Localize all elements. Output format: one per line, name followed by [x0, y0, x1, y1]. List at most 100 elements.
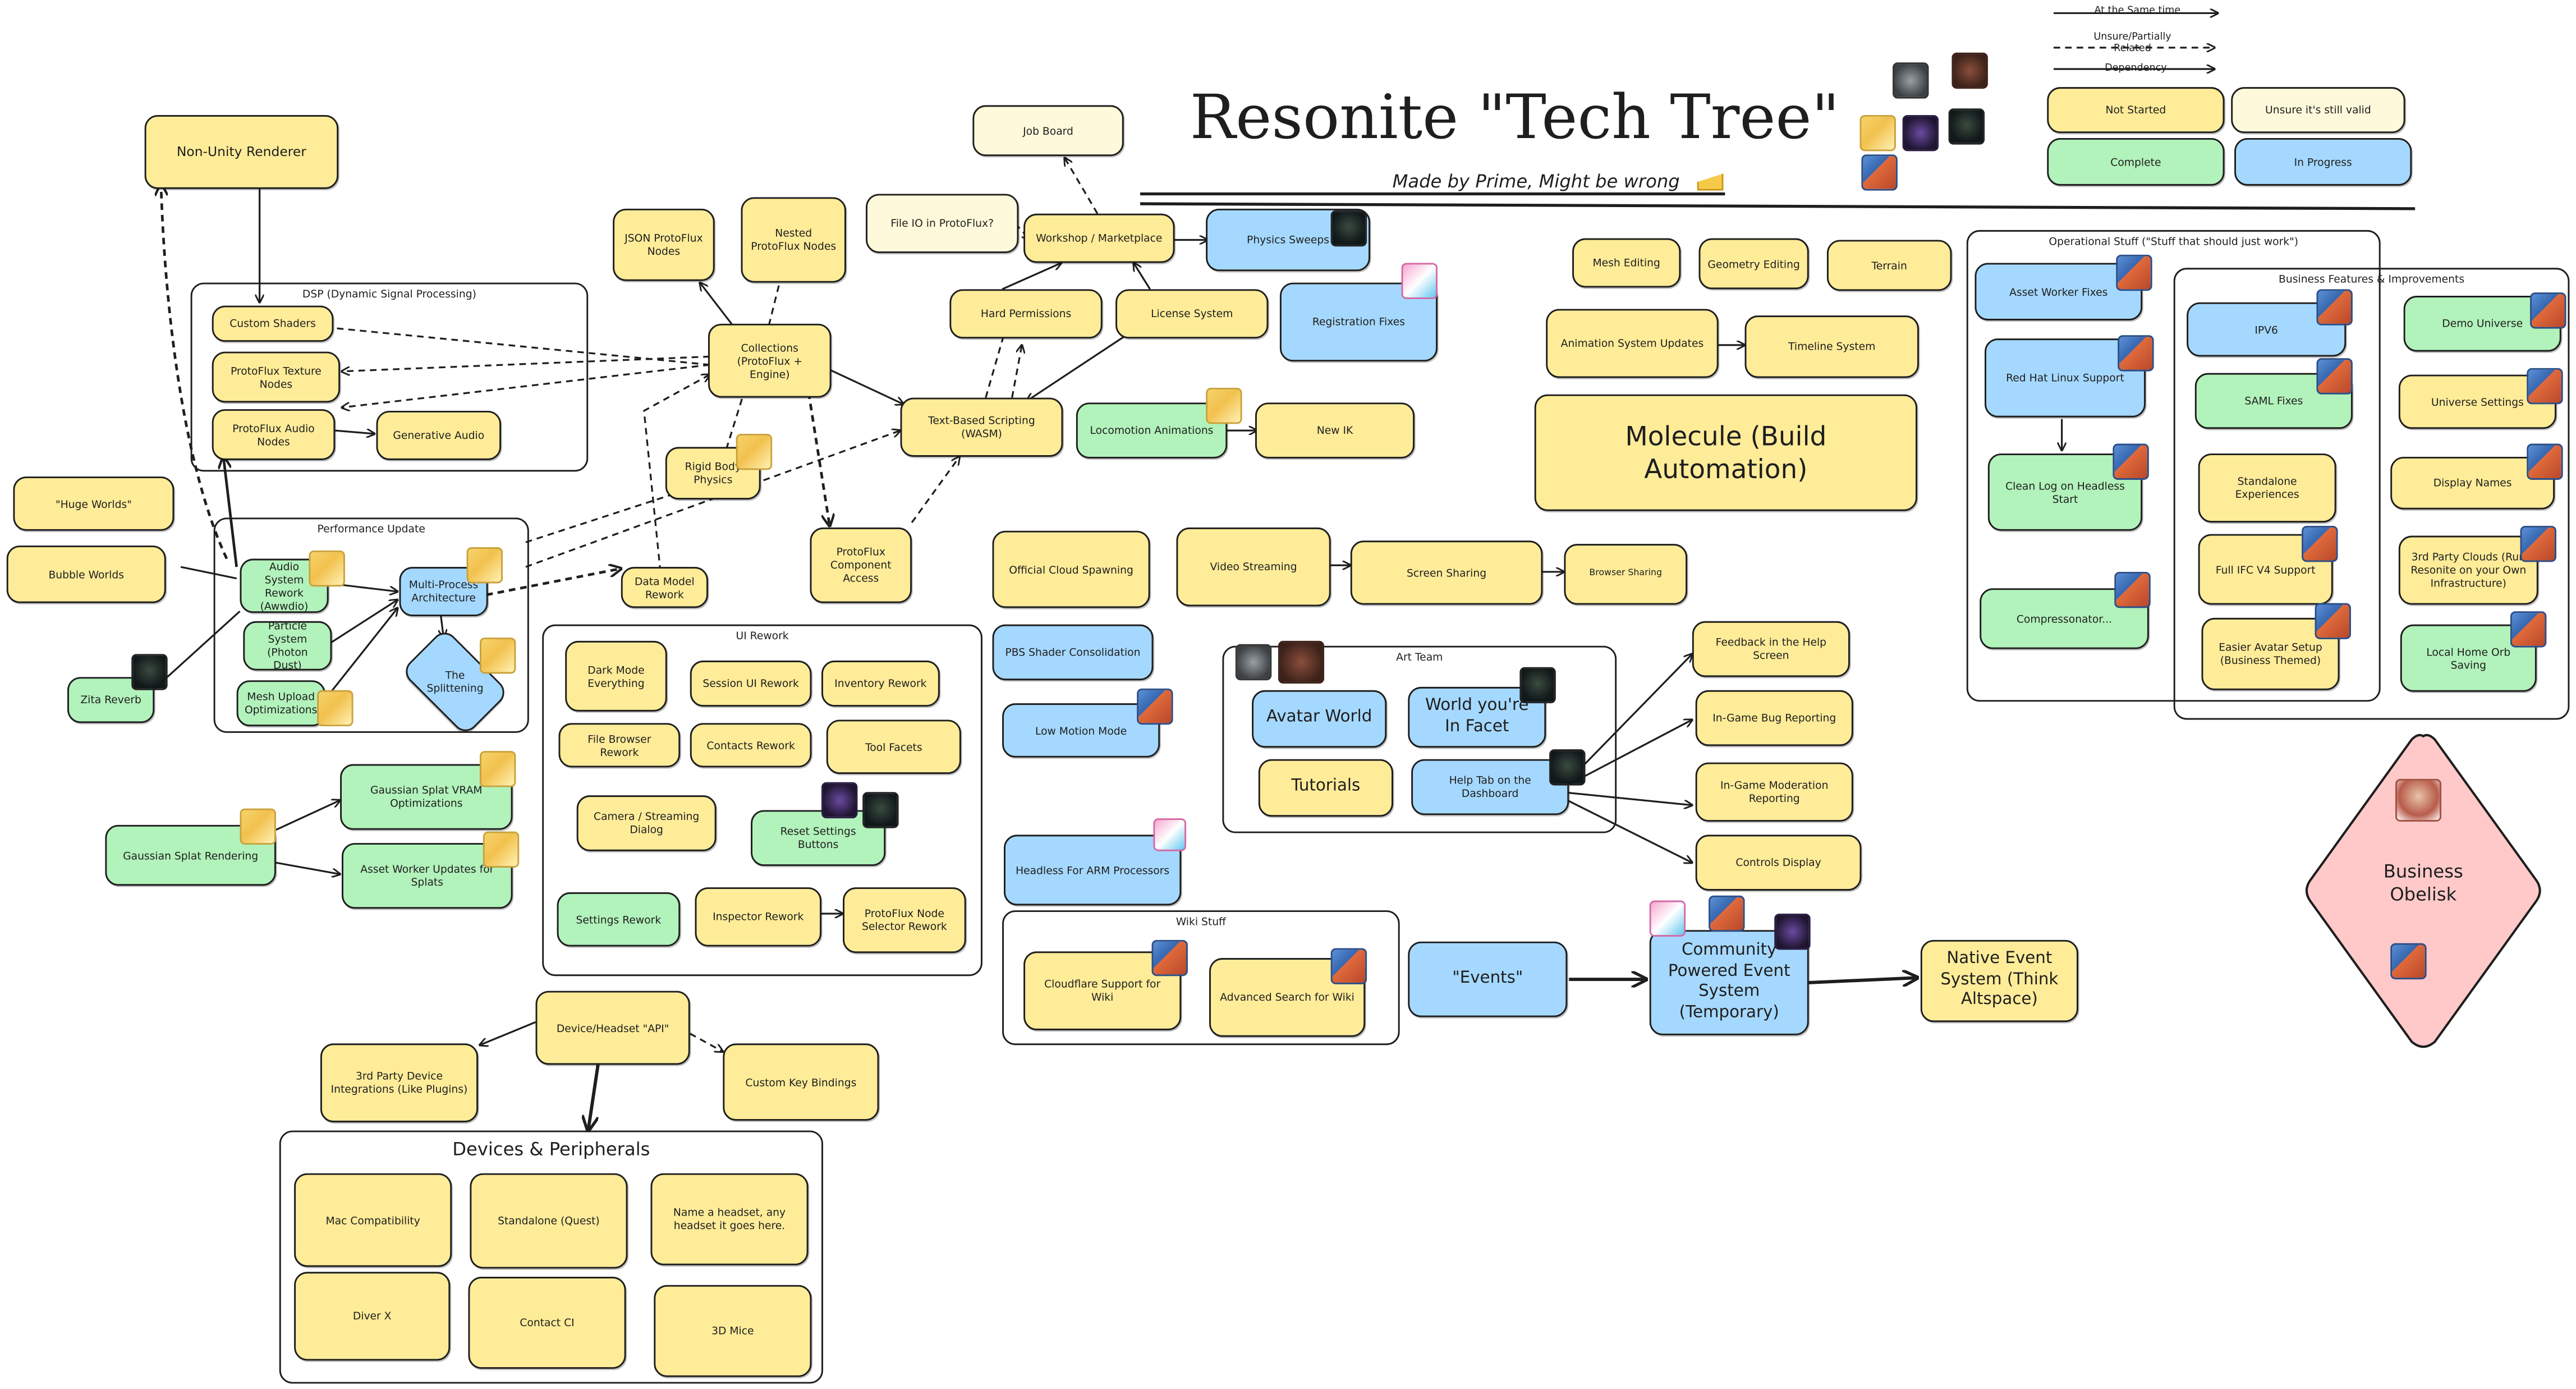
group-wiki-title: Wiki Stuff	[1175, 915, 1226, 929]
node-json-protoflux[interactable]: JSON ProtoFlux Nodes	[613, 208, 715, 281]
node-official-cloud-spawning[interactable]: Official Cloud Spawning	[992, 530, 1150, 608]
node-protoflux-component-access[interactable]: ProtoFlux Component Access	[810, 527, 912, 603]
group-performance-title: Performance Update	[317, 522, 425, 536]
cat-avatar-icon	[1948, 108, 1985, 145]
group-wiki: Wiki Stuff	[1002, 910, 1400, 1046]
node-contact-ci[interactable]: Contact CI	[468, 1277, 626, 1369]
node-standalone-experiences[interactable]: Standalone Experiences	[2198, 453, 2336, 523]
fox-avatar-icon	[1206, 388, 1242, 424]
node-custom-shaders[interactable]: Custom Shaders	[212, 305, 334, 342]
node-headless-arm[interactable]: Headless For ARM Processors	[1004, 835, 1182, 906]
node-job-board[interactable]: Job Board	[972, 105, 1124, 157]
node-nested-protoflux[interactable]: Nested ProtoFlux Nodes	[741, 197, 846, 283]
obelisk-diamond-shape	[2305, 734, 2541, 1048]
node-animation-system[interactable]: Animation System Updates	[1546, 309, 1719, 378]
node-controls-display[interactable]: Controls Display	[1695, 835, 1862, 891]
node-workshop[interactable]: Workshop / Marketplace	[1023, 213, 1175, 263]
node-screen-sharing[interactable]: Screen Sharing	[1350, 540, 1543, 605]
group-ui-rework: UI Rework	[542, 624, 982, 977]
node-feedback-help[interactable]: Feedback in the Help Screen	[1692, 621, 1850, 677]
node-protoflux-node-selector[interactable]: ProtoFlux Node Selector Rework	[843, 887, 966, 953]
node-avatar-world[interactable]: Avatar World	[1252, 690, 1387, 748]
node-geometry-editing[interactable]: Geometry Editing	[1698, 238, 1809, 290]
node-custom-key-bindings[interactable]: Custom Key Bindings	[723, 1043, 879, 1121]
node-protoflux-audio-nodes[interactable]: ProtoFlux Audio Nodes	[212, 409, 336, 460]
bunny-avatar-icon	[1401, 263, 1438, 299]
node-dark-mode[interactable]: Dark Mode Everything	[565, 640, 667, 712]
node-3d-mice[interactable]: 3D Mice	[654, 1285, 812, 1377]
node-browser-sharing[interactable]: Browser Sharing	[1564, 544, 1688, 605]
node-particle-system[interactable]: Particle System (Photon Dust)	[243, 620, 332, 672]
node-protoflux-texture-nodes[interactable]: ProtoFlux Texture Nodes	[212, 351, 341, 403]
node-gaussian-vram[interactable]: Gaussian Splat VRAM Optimizations	[340, 764, 513, 830]
node-pbs-shader[interactable]: PBS Shader Consolidation	[992, 624, 1154, 681]
node-device-api[interactable]: Device/Headset "API"	[535, 991, 690, 1065]
node-huge-worlds[interactable]: "Huge Worlds"	[13, 476, 175, 531]
node-bubble-worlds[interactable]: Bubble Worlds	[6, 545, 166, 603]
node-name-headset[interactable]: Name a headset, any headset it goes here…	[650, 1173, 809, 1266]
group-performance: Performance Update	[213, 517, 529, 733]
group-operational-title: Operational Stuff ("Stuff that should ju…	[2049, 235, 2299, 249]
page-title: Resonite "Tech Tree"	[1190, 82, 1840, 153]
node-terrain[interactable]: Terrain	[1826, 240, 1952, 291]
node-text-based-scripting[interactable]: Text-Based Scripting (WASM)	[900, 397, 1063, 457]
node-diver-x[interactable]: Diver X	[294, 1272, 451, 1361]
node-events[interactable]: "Events"	[1408, 941, 1568, 1017]
node-low-motion[interactable]: Low Motion Mode	[1002, 703, 1160, 758]
node-rigid-body[interactable]: Rigid Body Physics	[665, 447, 761, 500]
redhead-avatar-icon	[2390, 943, 2427, 980]
legend-not-started: Not Started	[2047, 87, 2225, 134]
redhead-avatar-icon	[1151, 939, 1188, 977]
node-contacts-rework[interactable]: Contacts Rework	[690, 723, 812, 768]
fox-avatar-icon	[736, 433, 773, 470]
legend-dependency: Dependency	[2105, 62, 2167, 74]
node-native-events[interactable]: Native Event System (Think Altspace)	[1920, 939, 2078, 1023]
node-locomotion-animations[interactable]: Locomotion Animations	[1076, 402, 1228, 459]
redhead-avatar-icon	[2118, 335, 2154, 372]
node-tool-facets[interactable]: Tool Facets	[826, 719, 961, 774]
node-video-streaming[interactable]: Video Streaming	[1176, 527, 1331, 607]
cat-avatar-icon	[1519, 667, 1556, 704]
node-file-browser[interactable]: File Browser Rework	[558, 723, 681, 768]
node-hard-permissions[interactable]: Hard Permissions	[949, 289, 1103, 339]
group-ui-rework-title: UI Rework	[736, 629, 789, 643]
node-file-io[interactable]: File IO in ProtoFlux?	[866, 194, 1019, 253]
node-collections[interactable]: Collections (ProtoFlux + Engine)	[708, 323, 832, 398]
node-registration-fixes[interactable]: Registration Fixes	[1279, 282, 1438, 362]
purple-avatar-icon	[1902, 114, 1939, 152]
node-session-ui[interactable]: Session UI Rework	[690, 661, 812, 707]
node-data-model-rework[interactable]: Data Model Rework	[621, 567, 708, 608]
cat-avatar-icon	[1330, 210, 1367, 247]
node-third-party-devices[interactable]: 3rd Party Device Integrations (Like Plug…	[320, 1043, 479, 1122]
node-settings-rework[interactable]: Settings Rework	[557, 892, 681, 947]
node-third-party-clouds[interactable]: 3rd Party Clouds (Run Resonite on your O…	[2398, 535, 2538, 605]
fox-avatar-icon	[483, 831, 520, 868]
node-mesh-upload[interactable]: Mesh Upload Optimizations	[236, 680, 325, 727]
node-new-ik[interactable]: New IK	[1255, 402, 1415, 459]
node-license-system[interactable]: License System	[1115, 289, 1269, 339]
fox-avatar-icon	[479, 751, 516, 787]
node-camera-streaming[interactable]: Camera / Streaming Dialog	[576, 795, 717, 851]
redhead-avatar-icon	[2527, 443, 2563, 480]
node-inventory-rework[interactable]: Inventory Rework	[821, 661, 940, 707]
node-mesh-editing[interactable]: Mesh Editing	[1572, 238, 1681, 288]
grey-avatar-icon	[1235, 644, 1272, 681]
node-timeline-system[interactable]: Timeline System	[1744, 315, 1919, 378]
node-asset-worker-fixes[interactable]: Asset Worker Fixes	[1975, 263, 2143, 320]
grey-avatar-icon	[1893, 62, 1929, 99]
node-mac-compat[interactable]: Mac Compatibility	[294, 1173, 452, 1267]
node-standalone-quest[interactable]: Standalone (Quest)	[470, 1173, 628, 1269]
node-generative-audio[interactable]: Generative Audio	[376, 411, 502, 460]
node-help-tab[interactable]: Help Tab on the Dashboard	[1411, 759, 1569, 815]
business-obelisk[interactable]: Business Obelisk	[2300, 730, 2546, 1052]
node-full-ifc[interactable]: Full IFC V4 Support	[2198, 534, 2333, 605]
redhead-avatar-icon	[2302, 525, 2338, 562]
node-tutorials[interactable]: Tutorials	[1258, 759, 1393, 817]
node-non-unity-renderer[interactable]: Non-Unity Renderer	[144, 114, 339, 189]
node-inspector-rework[interactable]: Inspector Rework	[695, 887, 821, 947]
node-in-game-moderation[interactable]: In-Game Moderation Reporting	[1695, 762, 1853, 822]
brown-avatar-icon	[1278, 640, 1324, 684]
node-molecule[interactable]: Molecule (Build Automation)	[1534, 394, 1917, 511]
node-in-game-bug[interactable]: In-Game Bug Reporting	[1695, 690, 1853, 746]
